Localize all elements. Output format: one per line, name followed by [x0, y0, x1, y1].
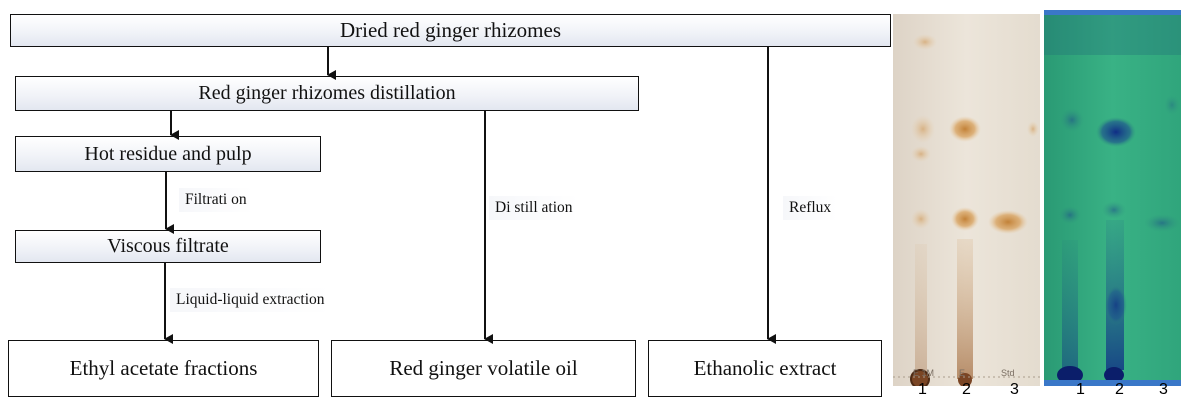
tlc-uv-lane-1: 1 [1076, 381, 1085, 398]
tlc-uv-lane2-origin [1104, 367, 1124, 383]
tlc-uv-lane1-spot-a [1060, 108, 1084, 132]
ethanolic-extract-box: Ethanolic extract [648, 340, 882, 397]
ethyl-acetate-label: Ethyl acetate fractions [69, 356, 258, 380]
distillation-label: Red ginger rhizomes distillation [198, 82, 456, 104]
tlc-v-lane1-spot-b [911, 146, 931, 162]
tlc-uv-lane-2: 2 [1115, 381, 1124, 398]
volatile-oil-label: Red ginger volatile oil [389, 356, 578, 380]
tlc-plate-visible: E 1M E Std [893, 14, 1040, 389]
tlc-uv-lane1-origin [1057, 366, 1083, 384]
tlc-v-lane3-top [1027, 121, 1039, 137]
ethanolic-extract-label: Ethanolic extract [693, 356, 837, 380]
tlc-v-spotlabel-3: Std [1001, 368, 1015, 378]
tlc-v-lane2-spot-a [949, 116, 981, 142]
tlc-uv-front-band [1044, 15, 1181, 55]
tlc-uv-lane2-blob [1105, 285, 1127, 325]
tlc-v-lane2-spot-b [951, 207, 979, 231]
tlc-visible-lane-1: 1 [918, 381, 927, 398]
tlc-uv-lane2-spot-b [1102, 201, 1126, 219]
filtration-label: Filtrati on [179, 188, 253, 212]
flow-arrows [164, 47, 776, 344]
hot-residue-box: Hot residue and pulp [15, 136, 321, 172]
viscous-filtrate-label: Viscous filtrate [107, 235, 229, 257]
volatile-oil-box: Red ginger volatile oil [331, 340, 636, 397]
tlc-v-lane1-top [913, 34, 937, 50]
tlc-uv-lane3-spot [1144, 214, 1180, 232]
tlc-v-spotlabel-1: E 1M [913, 368, 935, 378]
distillation-box: Red ginger rhizomes distillation [15, 76, 639, 111]
tlc-v-spotlabel-2: E [959, 368, 966, 378]
tlc-uv-lane-3: 3 [1159, 381, 1168, 398]
dried-rhizomes-label: Dried red ginger rhizomes [339, 18, 561, 42]
ethyl-acetate-box: Ethyl acetate fractions [8, 340, 319, 397]
tlc-uv-top-band [1044, 10, 1181, 15]
viscous-filtrate-box: Viscous filtrate [15, 230, 321, 263]
tlc-visible-lane-3: 3 [1010, 381, 1019, 398]
tlc-plate-uv [1044, 10, 1181, 386]
tlc-uv-lane3-top [1164, 95, 1180, 115]
tlc-v-lane3-spot [988, 210, 1028, 234]
tlc-uv-lane1-spot-b [1059, 206, 1081, 224]
reflux-label: Reflux [783, 196, 838, 220]
tlc-v-lane1-spot-a [911, 115, 935, 143]
tlc-v-lane1-streak [915, 244, 927, 374]
tlc-v-lane2-streak [957, 239, 973, 379]
tlc-uv-lane1-streak [1062, 240, 1078, 370]
tlc-uv-bottom-band [1044, 380, 1181, 386]
tlc-uv-lane2-spot-a [1096, 117, 1136, 147]
hot-residue-label: Hot residue and pulp [84, 142, 252, 165]
dried-rhizomes-box: Dried red ginger rhizomes [10, 14, 891, 47]
distillation-edge-label: Di still ation [489, 196, 579, 220]
tlc-uv-svg [1044, 10, 1181, 386]
tlc-v-lane1-spot-c [911, 209, 931, 229]
tlc-visible-lane-2: 2 [962, 381, 971, 398]
liquid-liquid-extraction-label: Liquid-liquid extraction [170, 288, 331, 312]
tlc-visible-svg [893, 14, 1040, 389]
